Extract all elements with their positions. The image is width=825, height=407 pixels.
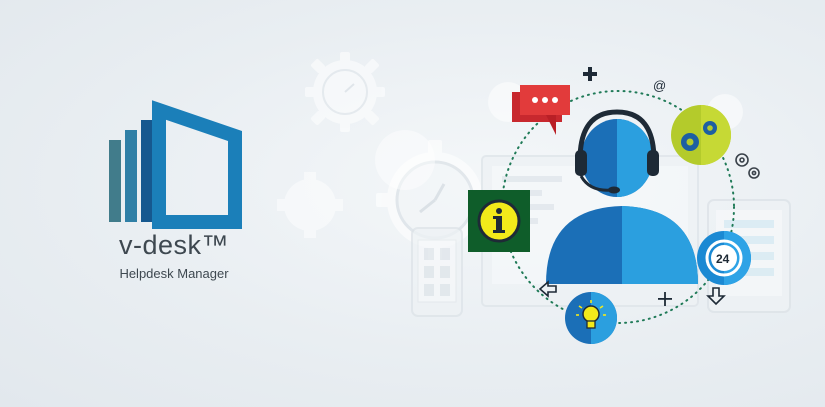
at-sign-icon: @ <box>653 78 666 93</box>
dotted-orbit <box>501 90 735 324</box>
plus-icon-bottom <box>658 292 672 306</box>
info-icon <box>468 190 530 252</box>
background-gear-clock-icon <box>305 52 385 132</box>
background-gear-icon-2 <box>375 130 435 190</box>
background-phone-icon <box>411 227 463 317</box>
logo-mark-icon <box>109 100 242 229</box>
lightbulb-icon <box>565 292 617 344</box>
support-agent-headset-icon <box>546 109 698 284</box>
24-hour-service-icon: 24 <box>697 231 751 285</box>
svg-text:24: 24 <box>716 252 730 266</box>
background-gear-icon <box>277 172 343 238</box>
chat-bubble-icon <box>512 85 570 135</box>
arrow-left-icon <box>538 280 557 298</box>
plus-icon <box>583 67 597 81</box>
arrow-down-icon <box>706 287 726 306</box>
brand-name: v-desk™ <box>118 230 230 260</box>
small-gears-icon <box>735 153 760 179</box>
gears-icon <box>671 105 731 165</box>
background-clock-icon <box>376 140 494 260</box>
brand-tagline: Helpdesk Manager <box>119 266 229 281</box>
